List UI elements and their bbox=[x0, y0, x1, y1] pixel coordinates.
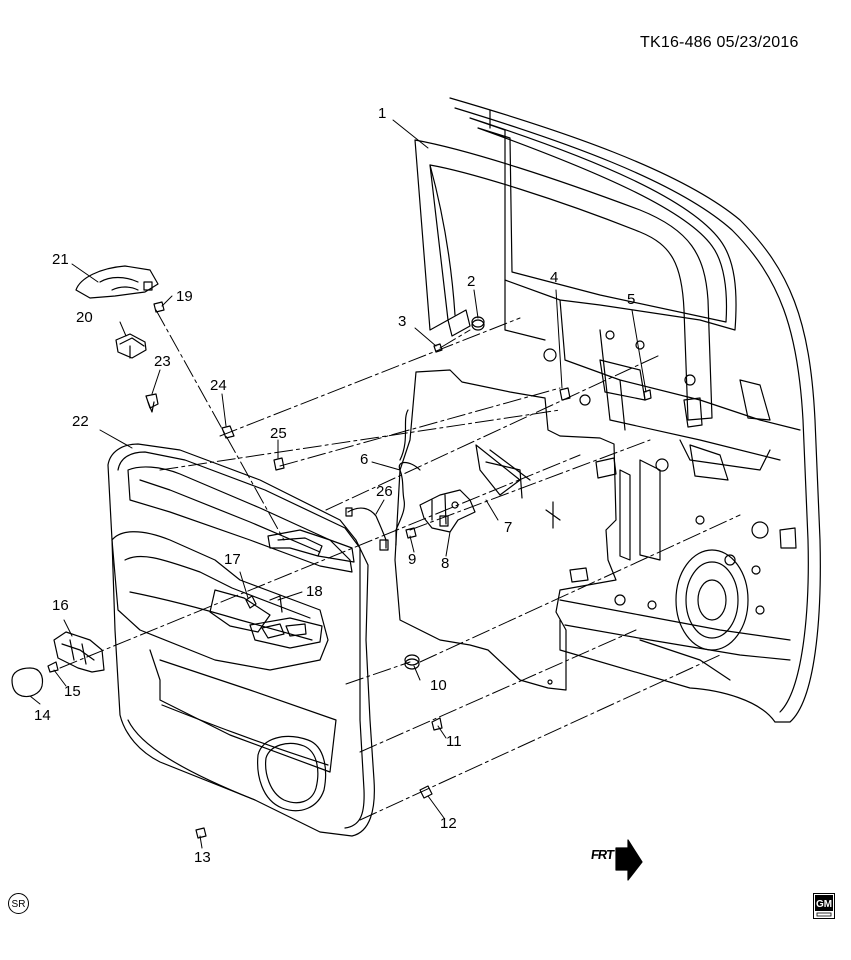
part-26-cable bbox=[345, 507, 389, 551]
part-1-window-molding bbox=[414, 139, 713, 428]
part-17-fastener bbox=[245, 595, 257, 609]
part-14-cover bbox=[11, 667, 44, 698]
part-15-screw bbox=[47, 661, 59, 673]
callout-12: 12 bbox=[440, 815, 457, 832]
callout-13: 13 bbox=[194, 849, 211, 866]
callout-18: 18 bbox=[306, 583, 323, 600]
part-12-nut bbox=[419, 785, 433, 799]
gm-logo: GM bbox=[813, 893, 835, 919]
callout-21: 21 bbox=[52, 251, 69, 268]
callout-5: 5 bbox=[627, 291, 636, 308]
callout-1: 1 bbox=[378, 105, 387, 122]
callout-22: 22 bbox=[72, 413, 89, 430]
phantom-lines bbox=[59, 309, 741, 821]
part-13-screw bbox=[195, 827, 207, 839]
callout-2: 2 bbox=[467, 273, 476, 290]
leader-lines bbox=[29, 119, 647, 849]
callout-6: 6 bbox=[360, 451, 369, 468]
callout-15: 15 bbox=[64, 683, 81, 700]
part-10-plug bbox=[404, 654, 420, 670]
callout-8: 8 bbox=[441, 555, 450, 572]
part-25-clip bbox=[273, 457, 285, 471]
part-2-spacer bbox=[471, 316, 485, 331]
document-code: TK16-486 05/23/2016 bbox=[640, 34, 799, 51]
part-9-screw bbox=[405, 527, 417, 539]
callout-17: 17 bbox=[224, 551, 241, 568]
part-21-bezel bbox=[75, 265, 159, 299]
callout-11: 11 bbox=[446, 733, 462, 750]
callout-19: 19 bbox=[176, 288, 193, 305]
callout-7: 7 bbox=[504, 519, 513, 536]
part-20-switch bbox=[115, 333, 147, 359]
callout-23: 23 bbox=[154, 353, 171, 370]
part-3-screw bbox=[433, 343, 443, 353]
part-23-pushpin bbox=[145, 393, 159, 413]
gm-logo-text: GM bbox=[816, 899, 832, 910]
part-22-door-trim-panel bbox=[107, 443, 375, 837]
part-16-inside-handle bbox=[53, 631, 105, 673]
callout-26: 26 bbox=[376, 483, 393, 500]
callout-4: 4 bbox=[550, 269, 559, 286]
callout-16: 16 bbox=[52, 597, 69, 614]
callout-25: 25 bbox=[270, 425, 287, 442]
sr-badge: SR bbox=[8, 893, 29, 914]
part-11-clip bbox=[431, 717, 443, 731]
callout-24: 24 bbox=[210, 377, 227, 394]
callout-9: 9 bbox=[408, 551, 417, 568]
callout-10: 10 bbox=[430, 677, 447, 694]
callout-3: 3 bbox=[398, 313, 407, 330]
part-8-bracket bbox=[419, 489, 476, 533]
callout-20: 20 bbox=[76, 309, 93, 326]
part-19-clip bbox=[153, 301, 165, 313]
door-inner-frame bbox=[449, 97, 821, 723]
part-5-clip bbox=[643, 389, 652, 401]
front-label: FRT bbox=[590, 847, 615, 862]
front-direction-arrow bbox=[615, 839, 643, 881]
part-18-seal bbox=[269, 595, 283, 613]
part-4-clip bbox=[559, 387, 571, 401]
callout-14: 14 bbox=[34, 707, 51, 724]
